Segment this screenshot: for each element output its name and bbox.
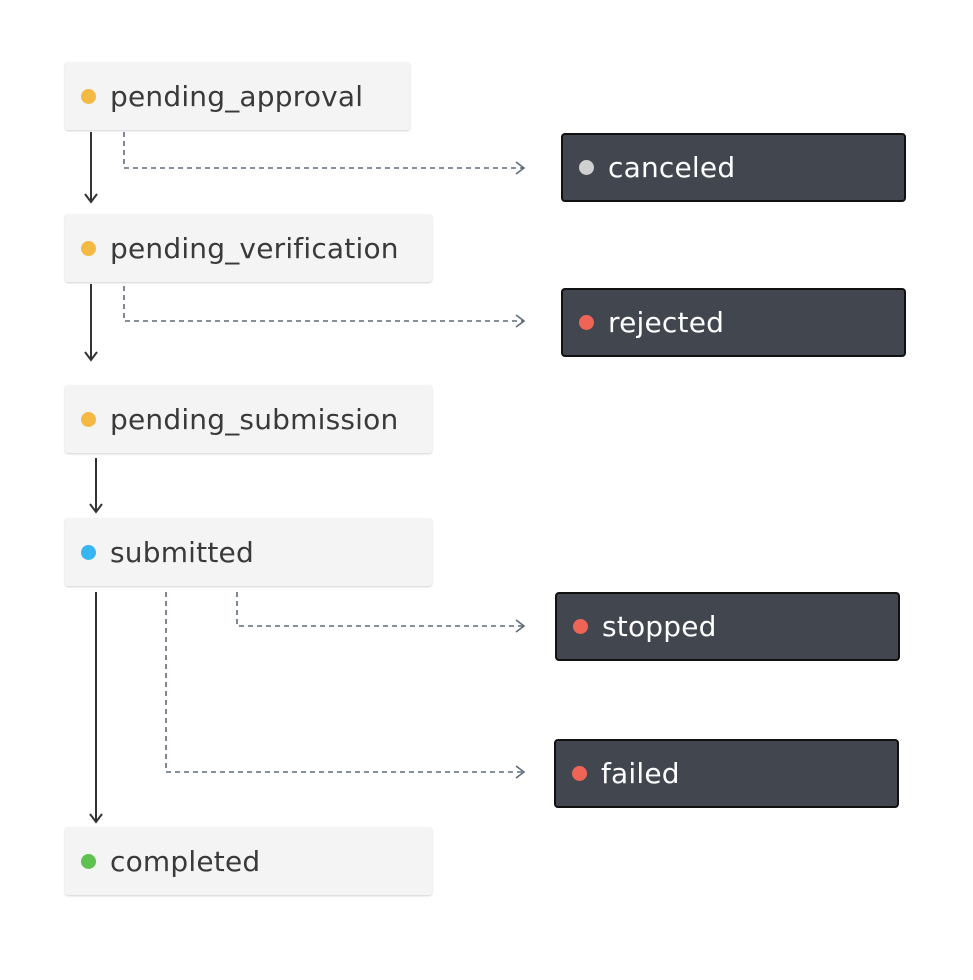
state-pending-verification[interactable]: pending_verification xyxy=(65,214,432,282)
status-dot-icon xyxy=(81,544,96,560)
status-dot-icon xyxy=(572,766,587,781)
state-label: pending_verification xyxy=(110,231,399,265)
arrow-pending-verification-to-rejected xyxy=(123,286,526,328)
status-dot-icon xyxy=(81,853,96,869)
state-stopped[interactable]: stopped xyxy=(555,592,900,661)
state-label: pending_approval xyxy=(110,79,364,113)
state-canceled[interactable]: canceled xyxy=(561,133,906,202)
state-label: stopped xyxy=(602,610,717,643)
status-dot-icon xyxy=(81,88,96,104)
arrow-submitted-to-failed xyxy=(165,592,526,779)
state-rejected[interactable]: rejected xyxy=(561,288,906,357)
state-label: canceled xyxy=(608,151,736,184)
status-dot-icon xyxy=(579,315,594,330)
state-label: submitted xyxy=(110,535,254,569)
status-dot-icon xyxy=(579,160,594,175)
state-label: rejected xyxy=(608,306,725,339)
status-dot-icon xyxy=(81,411,96,427)
status-dot-icon xyxy=(573,619,588,634)
state-label: completed xyxy=(110,844,261,878)
state-pending-approval[interactable]: pending_approval xyxy=(65,62,410,130)
state-label: failed xyxy=(601,757,680,790)
state-submitted[interactable]: submitted xyxy=(65,518,432,586)
arrow-submitted-to-stopped xyxy=(236,592,526,633)
state-pending-submission[interactable]: pending_submission xyxy=(65,385,432,453)
state-completed[interactable]: completed xyxy=(65,827,432,895)
status-dot-icon xyxy=(81,240,96,256)
state-label: pending_submission xyxy=(110,402,399,436)
state-failed[interactable]: failed xyxy=(554,739,899,808)
arrow-pending-approval-to-canceled xyxy=(123,132,526,175)
